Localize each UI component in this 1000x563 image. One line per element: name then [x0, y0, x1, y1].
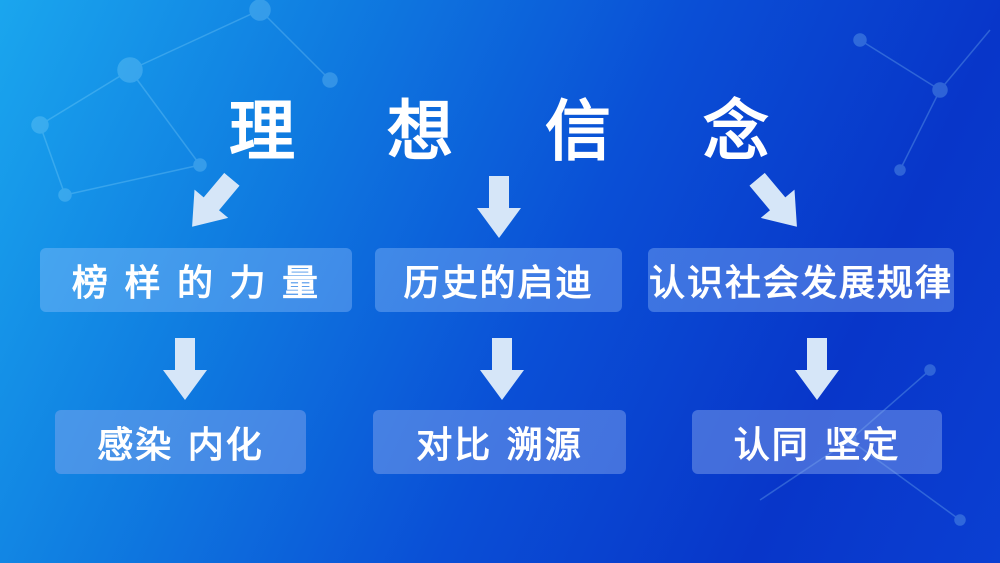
box-identify-firm: 认同 坚定	[692, 410, 942, 474]
title-char: 念	[703, 92, 769, 170]
arrow-down-icon	[477, 176, 521, 238]
title-char: 信	[545, 92, 611, 170]
page-title: 理 想 信 念	[0, 78, 1000, 170]
box-role-model: 榜 样 的 力 量	[40, 248, 352, 312]
box-social-law: 认识社会发展规律	[648, 248, 954, 312]
title-char: 理	[229, 92, 295, 170]
box-infect-internalize: 感染 内化	[55, 410, 306, 474]
arrow-down-right-icon	[749, 172, 797, 227]
box-compare-trace: 对比 溯源	[373, 410, 626, 474]
arrow-down-left-icon	[192, 172, 240, 227]
title-char: 想	[387, 92, 453, 170]
arrow-down-icon	[795, 338, 839, 400]
box-history: 历史的启迪	[375, 248, 622, 312]
arrow-down-icon	[480, 338, 524, 400]
arrow-down-icon	[163, 338, 207, 400]
